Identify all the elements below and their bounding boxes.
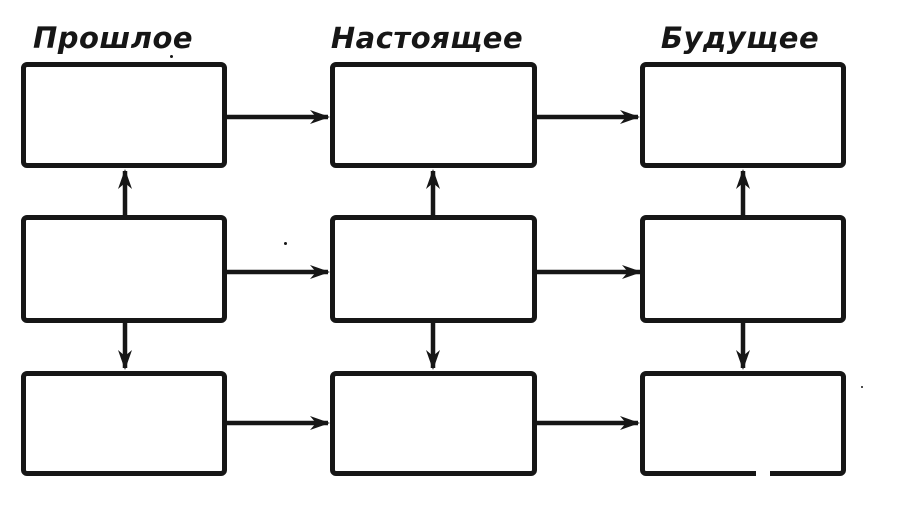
- box-middle-future: [640, 215, 846, 323]
- column-label-future: Будущее: [660, 21, 820, 55]
- box-middle-past: [21, 215, 227, 323]
- ink-speck: [284, 242, 287, 245]
- border-gap-artifact: [756, 470, 770, 477]
- box-middle-present: [330, 215, 537, 323]
- column-label-past: Прошлое: [32, 21, 194, 55]
- box-bottom-past: [21, 371, 227, 476]
- box-top-future: [640, 62, 846, 168]
- ink-speck: [170, 55, 173, 58]
- column-label-present: Настоящее: [330, 21, 524, 55]
- box-bottom-present: [330, 371, 537, 476]
- ink-speck: [861, 386, 863, 388]
- box-bottom-future: [640, 371, 846, 476]
- box-top-present: [330, 62, 537, 168]
- box-top-past: [21, 62, 227, 168]
